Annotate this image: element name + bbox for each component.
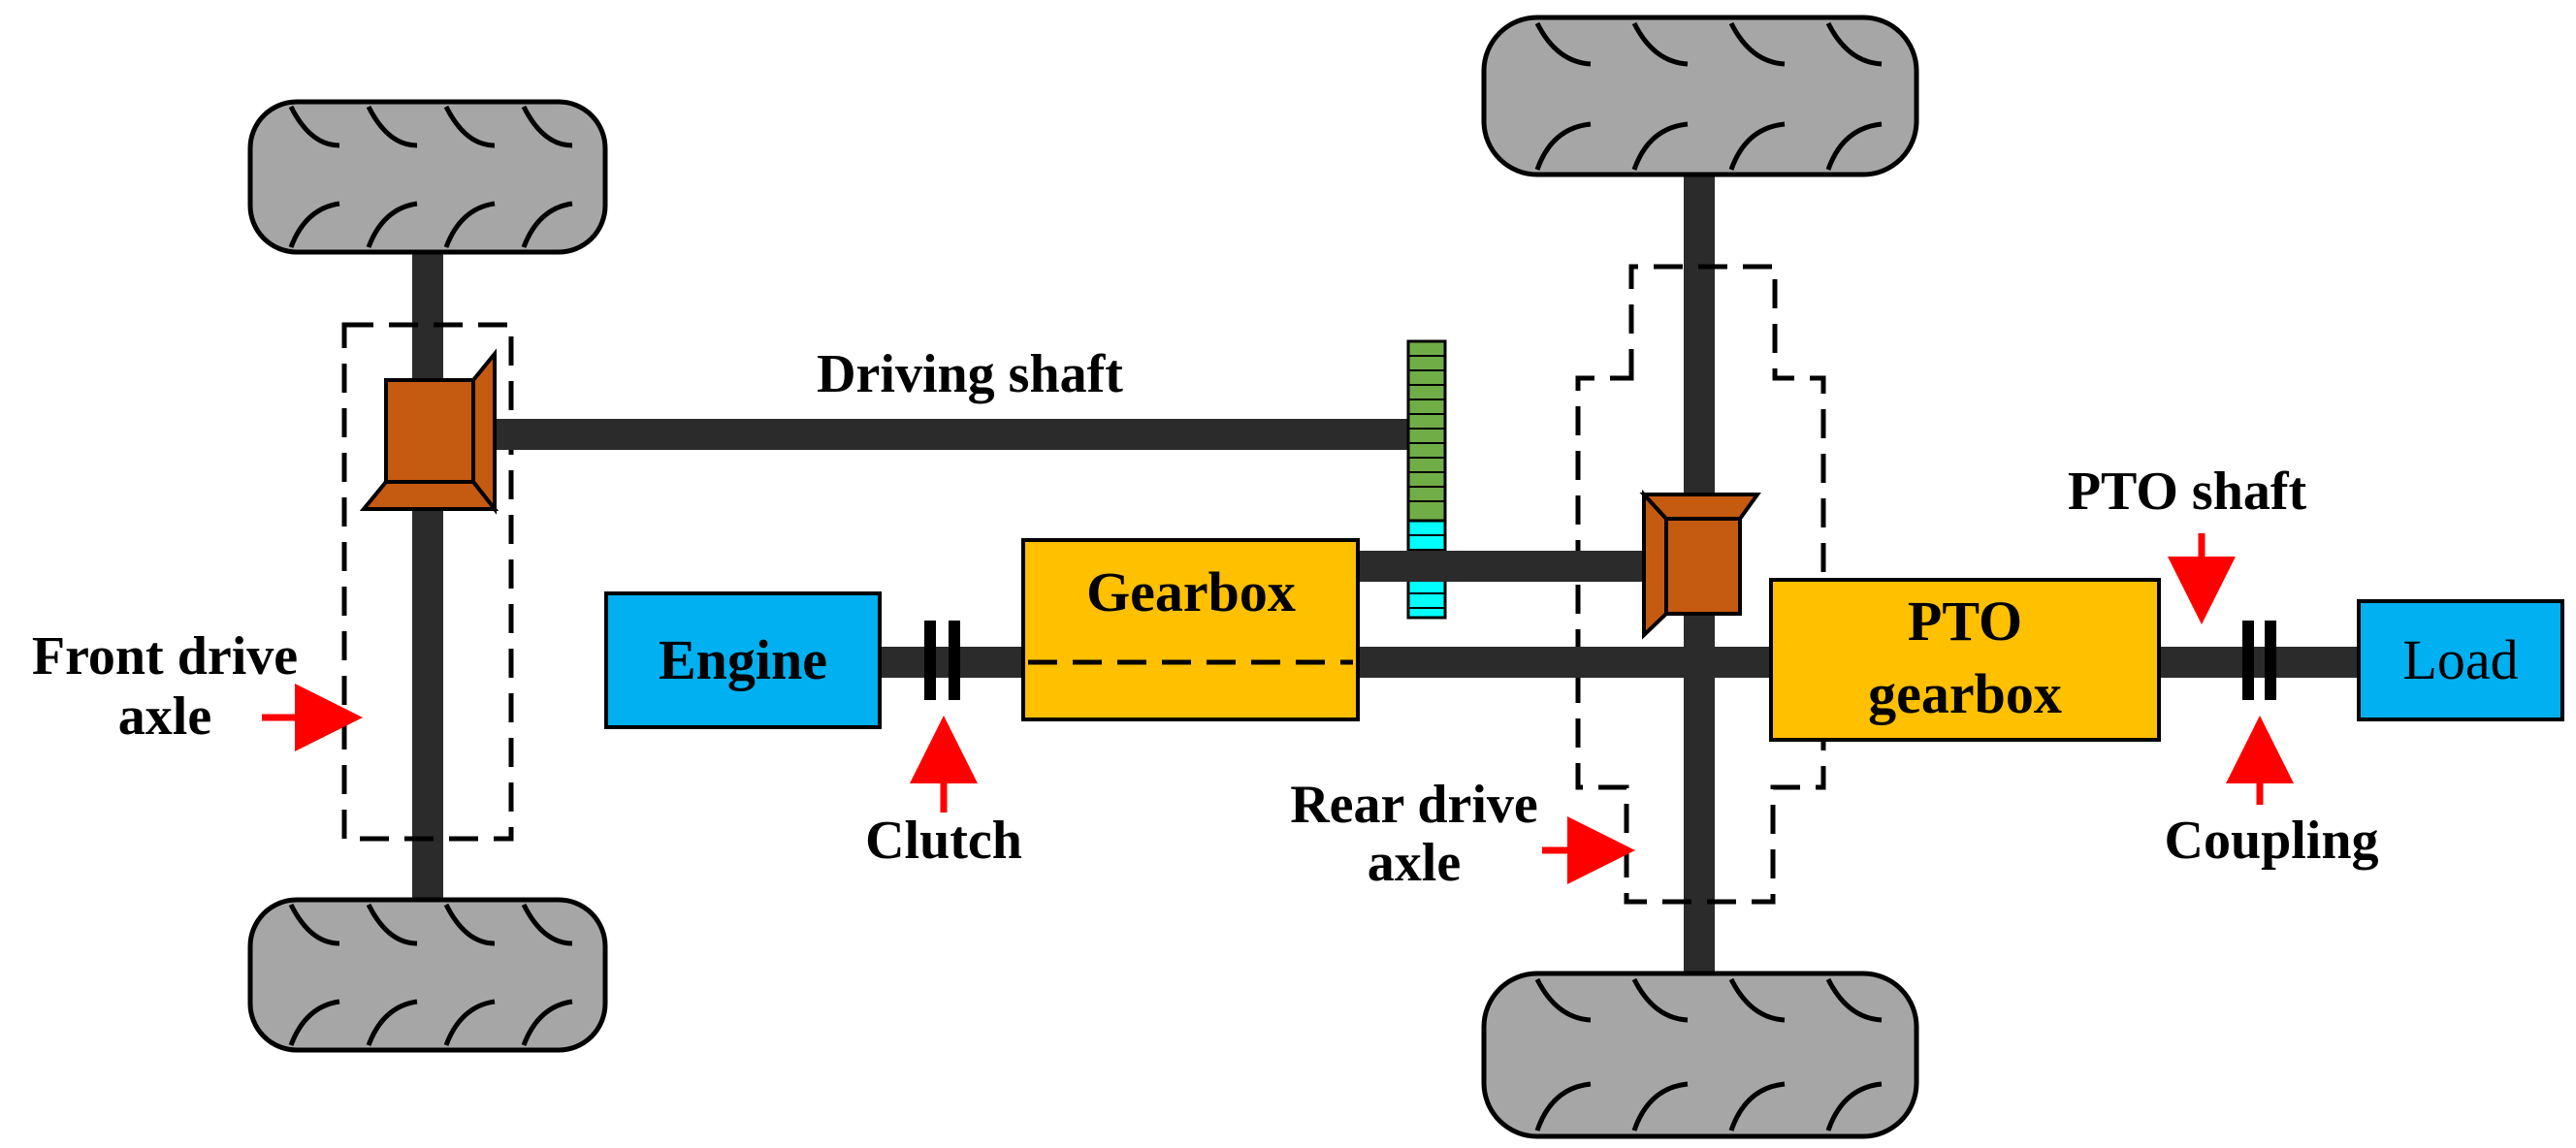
- front-drive-axle-housing: [341, 322, 514, 842]
- load-label: Load: [2402, 628, 2518, 691]
- driving-shaft: [485, 419, 1414, 450]
- transfer-gear-upper: [1406, 339, 1447, 523]
- rear-right-tire: [1481, 971, 1919, 1139]
- rear-drive-axle-label-line2: axle: [1368, 833, 1461, 893]
- front-axle-shaft: [412, 247, 443, 907]
- rear-bevel-gear: [1639, 489, 1761, 640]
- driving-shaft-label: Driving shaft: [817, 344, 1123, 404]
- coupling-label: Coupling: [2165, 811, 2379, 871]
- front-bevel-gear: [359, 348, 499, 515]
- rear-drive-axle-housing: [1575, 264, 1826, 905]
- load: Load: [2357, 599, 2564, 721]
- pto-shaft-label: PTO shaft: [2068, 462, 2307, 522]
- main-drive-shaft: [1358, 647, 1775, 678]
- gearbox: Gearbox: [1021, 538, 1360, 721]
- coupling: [2242, 621, 2276, 700]
- front-drive-axle-label-line2: axle: [118, 686, 211, 747]
- clutch-to-gearbox-shaft: [960, 647, 1028, 678]
- front-right-tire: [247, 897, 608, 1053]
- front-left-tire: [247, 99, 608, 255]
- pto-gearbox-label-line1: PTO: [1908, 590, 2022, 653]
- rear-left-tire: [1481, 15, 1919, 177]
- gearbox-label: Gearbox: [1086, 560, 1296, 623]
- pto-gearbox-label-line2: gearbox: [1868, 662, 2062, 725]
- engine-label: Engine: [659, 628, 827, 691]
- clutch-label: Clutch: [865, 811, 1022, 871]
- front-drive-axle-label-line1: Front drive: [32, 626, 298, 686]
- gearbox-output-shaft: [1358, 551, 1668, 582]
- engine: Engine: [604, 591, 882, 729]
- clutch: [924, 621, 960, 700]
- rear-drive-axle-label-line1: Rear drive: [1290, 775, 1538, 835]
- pto-gearbox: PTO gearbox: [1769, 578, 2161, 742]
